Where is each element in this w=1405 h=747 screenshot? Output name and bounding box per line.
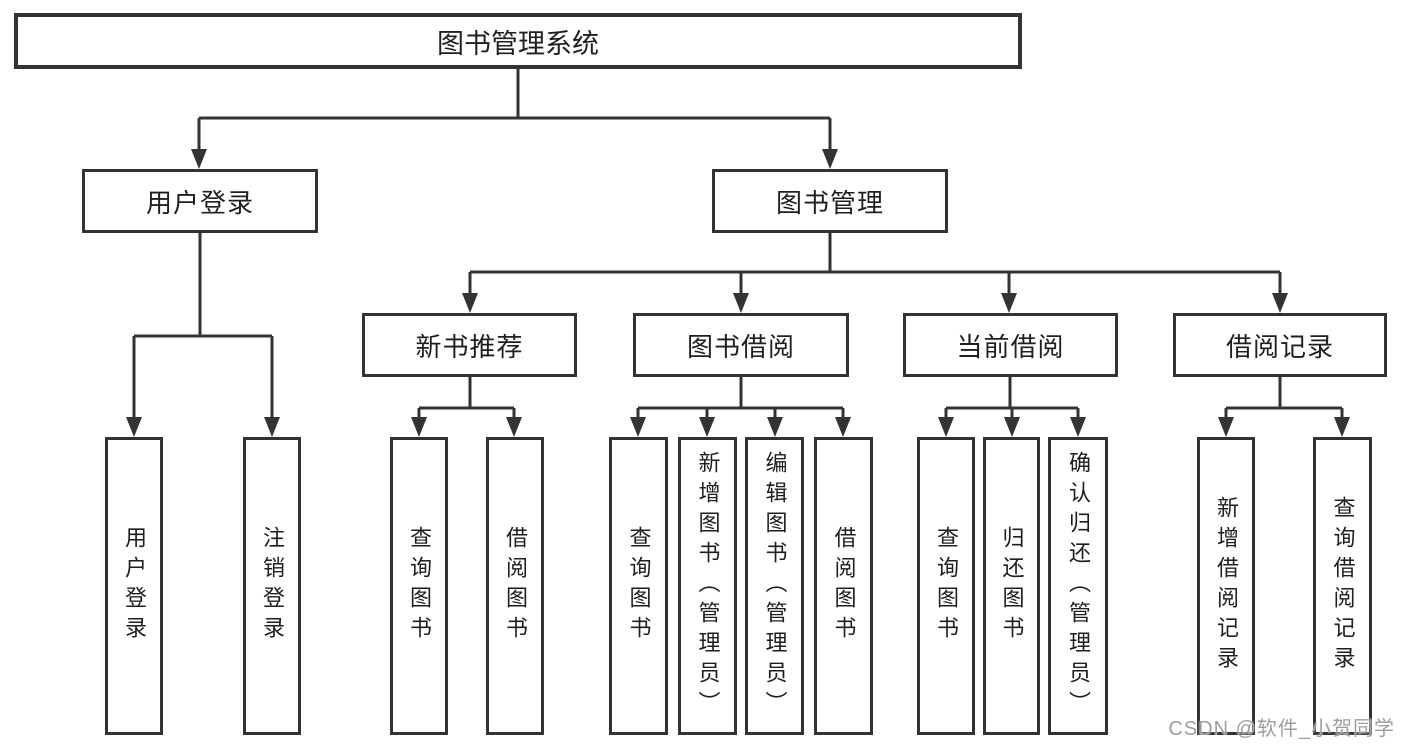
node-new-book-recommendation: 新书推荐 <box>362 313 577 377</box>
leaf-label: 归还图书 <box>999 526 1025 646</box>
leaf-query-borrow-record: 查询借阅记录 <box>1313 437 1372 735</box>
leaf-confirm-return-admin: 确认归还（管理员） <box>1048 437 1108 735</box>
leaf-logout: 注销登录 <box>243 437 301 735</box>
leaf-label: 新增图书（管理员） <box>695 451 721 721</box>
leaf-user-login: 用户登录 <box>105 437 163 735</box>
leaf-borrow-books-recommend: 借阅图书 <box>486 437 544 735</box>
leaf-query-books-current: 查询图书 <box>917 437 975 735</box>
leaf-query-books-recommend: 查询图书 <box>390 437 448 735</box>
leaf-label: 编辑图书（管理员） <box>762 451 788 721</box>
node-user-login-branch: 用户登录 <box>82 169 318 233</box>
leaf-borrow-books-borrowing: 借阅图书 <box>814 437 873 735</box>
leaf-add-borrow-record: 新增借阅记录 <box>1197 437 1255 735</box>
leaf-label: 新增借阅记录 <box>1214 496 1239 676</box>
connector-path <box>132 68 1344 421</box>
leaf-label: 查询图书 <box>626 526 652 646</box>
leaf-label: 确认归还（管理员） <box>1066 451 1091 721</box>
node-library-management-system: 图书管理系统 <box>14 13 1022 69</box>
leaf-label: 查询图书 <box>407 526 432 646</box>
leaf-label: 查询图书 <box>934 526 959 646</box>
node-borrowing-records: 借阅记录 <box>1173 313 1387 377</box>
watermark: CSDN @软件_小贺同学 <box>1168 718 1395 740</box>
leaf-label: 借阅图书 <box>831 526 857 646</box>
leaf-label: 用户登录 <box>122 526 147 646</box>
leaf-add-book-admin: 新增图书（管理员） <box>678 437 737 735</box>
leaf-edit-book-admin: 编辑图书（管理员） <box>745 437 804 735</box>
leaf-label: 查询借阅记录 <box>1330 496 1356 676</box>
leaf-label: 借阅图书 <box>503 526 528 646</box>
leaf-query-books-borrowing: 查询图书 <box>609 437 668 735</box>
leaf-return-books: 归还图书 <box>983 437 1040 735</box>
node-book-management-branch: 图书管理 <box>712 169 948 233</box>
node-book-borrowing: 图书借阅 <box>633 313 849 377</box>
node-current-borrowing: 当前借阅 <box>903 313 1118 377</box>
leaf-label: 注销登录 <box>260 526 285 646</box>
arrowhead-icons <box>126 149 1350 437</box>
